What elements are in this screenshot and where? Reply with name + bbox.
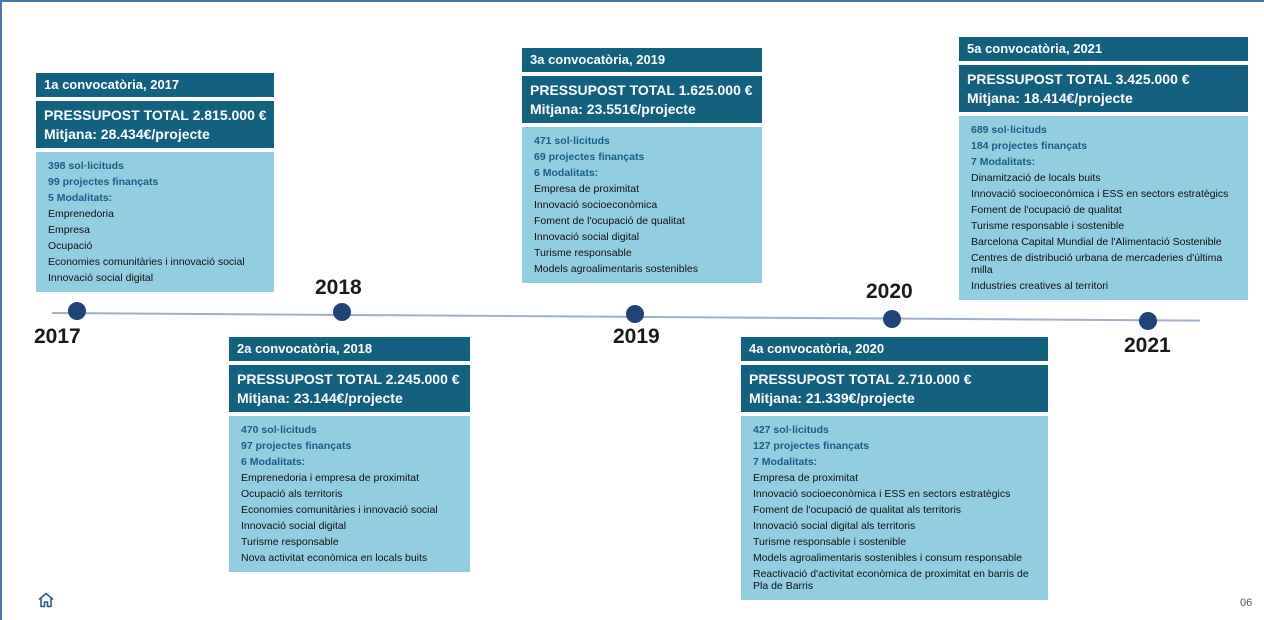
budget-total: PRESSUPOST TOTAL 2.710.000 € — [749, 371, 972, 387]
applications-count: 398 sol·licituds — [48, 160, 124, 172]
modality-item: Innovació socioeconòmica i ESS en sector… — [753, 488, 1011, 500]
timeline-dot-2018 — [333, 303, 351, 321]
modality-item: Innovació social digital als territoris — [753, 520, 916, 532]
budget-average: Mitjana: 23.551€/projecte — [530, 101, 696, 117]
modality-item: Models agroalimentaris sostenibles — [534, 263, 698, 275]
call-card-2020: 4a convocatòria, 2020 PRESSUPOST TOTAL 2… — [741, 337, 1048, 600]
modality-item: Models agroalimentaris sostenibles i con… — [753, 552, 1023, 564]
budget-box: PRESSUPOST TOTAL 1.625.000 € Mitjana: 23… — [522, 74, 762, 123]
applications-count: 471 sol·licituds — [534, 135, 610, 147]
modality-item: Empresa de proximitat — [534, 183, 640, 195]
applications-count: 689 sol·licituds — [971, 124, 1047, 136]
slide-top-border — [0, 0, 1264, 2]
budget-total: PRESSUPOST TOTAL 2.245.000 € — [237, 371, 460, 387]
call-details: 470 sol·licituds 97 projectes finançats … — [229, 416, 470, 572]
modality-item: Centres de distribució urbana de mercade… — [971, 252, 1223, 276]
call-card-2021: 5a convocatòria, 2021 PRESSUPOST TOTAL 3… — [959, 37, 1248, 300]
budget-average: Mitjana: 28.434€/projecte — [44, 126, 210, 142]
modality-item: Innovació socioeconòmica — [534, 199, 658, 211]
call-title: 3a convocatòria, 2019 — [522, 48, 762, 72]
modality-item: Foment de l'ocupació de qualitat — [534, 215, 685, 227]
modality-item: Emprenedoria i empresa de proximitat — [241, 472, 419, 484]
modality-item: Nova activitat econòmica en locals buits — [241, 552, 428, 564]
slide-left-border — [0, 0, 2, 620]
call-details: 689 sol·licituds 184 projectes finançats… — [959, 116, 1248, 300]
budget-total: PRESSUPOST TOTAL 3.425.000 € — [967, 71, 1190, 87]
budget-box: PRESSUPOST TOTAL 2.245.000 € Mitjana: 23… — [229, 363, 470, 412]
home-icon[interactable] — [37, 591, 55, 609]
budget-box: PRESSUPOST TOTAL 2.815.000 € Mitjana: 28… — [36, 99, 274, 148]
timeline-dot-2020 — [883, 310, 901, 328]
year-label-2021: 2021 — [1124, 334, 1171, 357]
modality-item: Foment de l'ocupació de qualitat als ter… — [753, 504, 962, 516]
year-label-2017: 2017 — [34, 325, 81, 348]
modality-item: Reactivació d'activitat econòmica de pro… — [753, 568, 1029, 592]
modality-item: Turisme responsable — [534, 247, 632, 259]
modality-item: Emprenedoria — [48, 208, 114, 220]
call-title: 1a convocatòria, 2017 — [36, 73, 274, 97]
budget-box: PRESSUPOST TOTAL 2.710.000 € Mitjana: 21… — [741, 363, 1048, 412]
call-title: 5a convocatòria, 2021 — [959, 37, 1248, 61]
modality-item: Innovació social digital — [48, 272, 154, 284]
modality-item: Innovació social digital — [241, 520, 347, 532]
year-label-2020: 2020 — [866, 280, 913, 303]
modalities-heading: 7 Modalitats: — [753, 456, 818, 468]
funded-projects-count: 184 projectes finançats — [971, 140, 1088, 152]
modality-item: Industries creatives al territori — [971, 280, 1109, 292]
modality-item: Economies comunitàries i innovació socia… — [48, 256, 245, 268]
call-title: 2a convocatòria, 2018 — [229, 337, 470, 361]
budget-average: Mitjana: 23.144€/projecte — [237, 390, 403, 406]
call-details: 471 sol·licituds 69 projectes finançats … — [522, 127, 762, 283]
modality-item: Empresa — [48, 224, 91, 236]
modality-item: Foment de l'ocupació de qualitat — [971, 204, 1122, 216]
modality-item: Economies comunitàries i innovació socia… — [241, 504, 438, 516]
modalities-heading: 5 Modalitats: — [48, 192, 113, 204]
modality-item: Turisme responsable — [241, 536, 339, 548]
funded-projects-count: 127 projectes finançats — [753, 440, 870, 452]
timeline-dot-2021 — [1139, 312, 1157, 330]
call-card-2018: 2a convocatòria, 2018 PRESSUPOST TOTAL 2… — [229, 337, 470, 572]
call-details: 427 sol·licituds 127 projectes finançats… — [741, 416, 1048, 600]
year-label-2019: 2019 — [613, 325, 660, 348]
budget-average: Mitjana: 21.339€/projecte — [749, 390, 915, 406]
call-details: 398 sol·licituds 99 projectes finançats … — [36, 152, 274, 292]
modality-item: Innovació socioeconòmica i ESS en sector… — [971, 188, 1229, 200]
funded-projects-count: 97 projectes finançats — [241, 440, 352, 452]
applications-count: 470 sol·licituds — [241, 424, 317, 436]
modalities-heading: 6 Modalitats: — [534, 167, 599, 179]
modality-item: Barcelona Capital Mundial de l'Alimentac… — [971, 236, 1222, 248]
modality-item: Turisme responsable i sostenible — [971, 220, 1125, 232]
timeline-dot-2019 — [626, 305, 644, 323]
budget-total: PRESSUPOST TOTAL 1.625.000 € — [530, 82, 753, 98]
modality-item: Innovació social digital — [534, 231, 640, 243]
budget-average: Mitjana: 18.414€/projecte — [967, 90, 1133, 106]
page-number: 06 — [1240, 597, 1253, 609]
modalities-heading: 7 Modalitats: — [971, 156, 1036, 168]
funded-projects-count: 99 projectes finançats — [48, 176, 159, 188]
modality-item: Turisme responsable i sostenible — [753, 536, 907, 548]
applications-count: 427 sol·licituds — [753, 424, 829, 436]
funded-projects-count: 69 projectes finançats — [534, 151, 645, 163]
modality-item: Ocupació als territoris — [241, 488, 343, 500]
modality-item: Dinamització de locals buits — [971, 172, 1101, 184]
timeline-dot-2017 — [68, 302, 86, 320]
budget-total: PRESSUPOST TOTAL 2.815.000 € — [44, 107, 267, 123]
call-card-2019: 3a convocatòria, 2019 PRESSUPOST TOTAL 1… — [522, 48, 762, 283]
call-title: 4a convocatòria, 2020 — [741, 337, 1048, 361]
year-label-2018: 2018 — [315, 276, 362, 299]
modalities-heading: 6 Modalitats: — [241, 456, 306, 468]
call-card-2017: 1a convocatòria, 2017 PRESSUPOST TOTAL 2… — [36, 73, 274, 292]
modality-item: Ocupació — [48, 240, 93, 252]
modality-item: Empresa de proximitat — [753, 472, 859, 484]
budget-box: PRESSUPOST TOTAL 3.425.000 € Mitjana: 18… — [959, 63, 1248, 112]
